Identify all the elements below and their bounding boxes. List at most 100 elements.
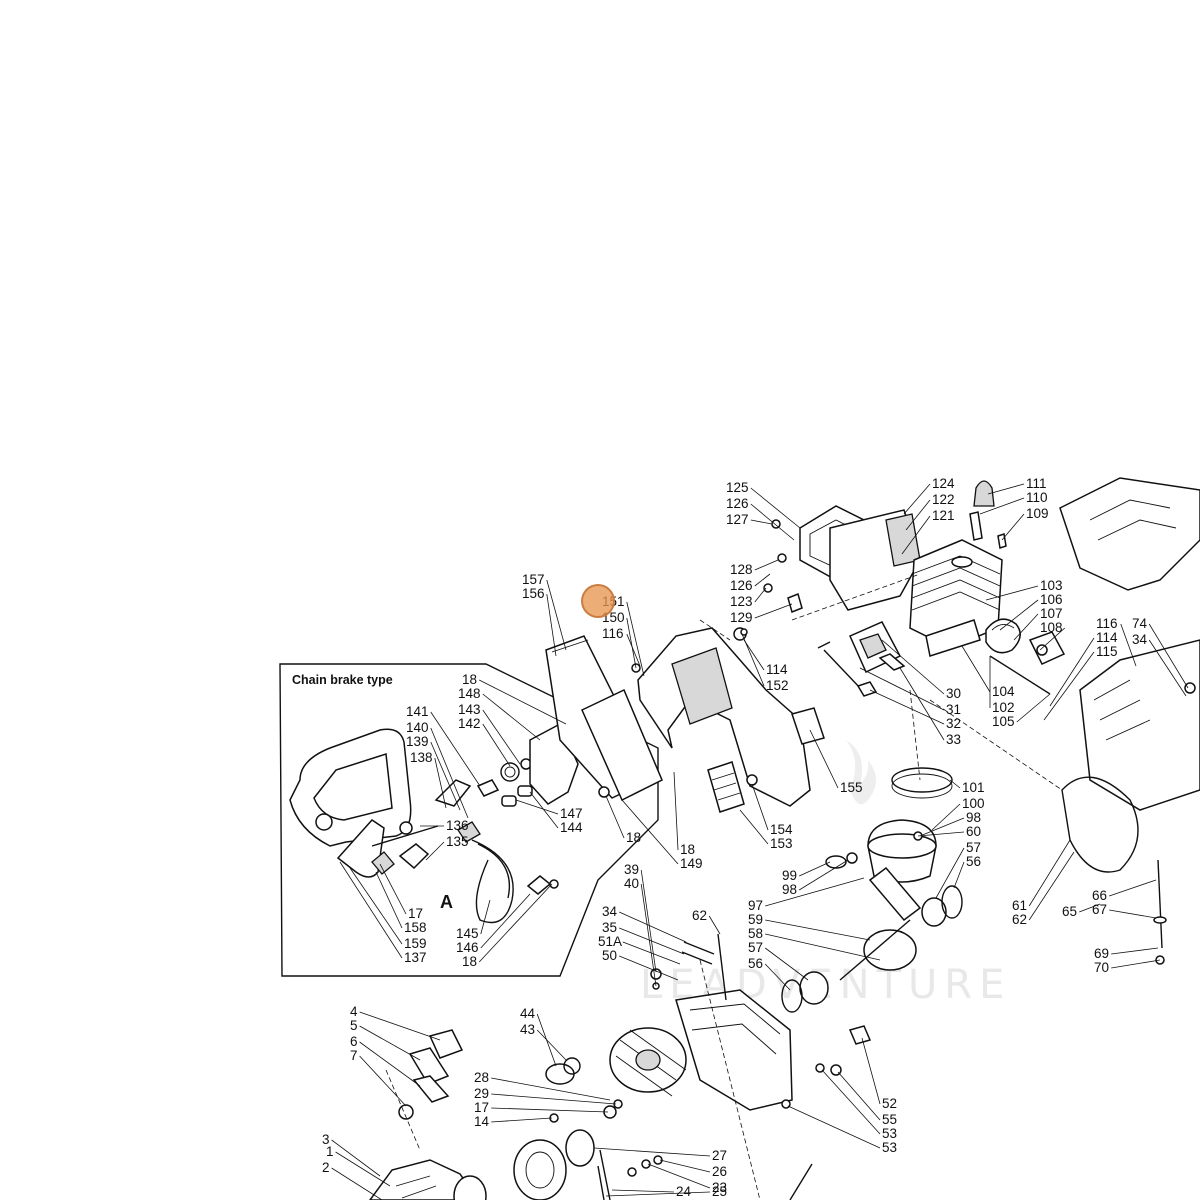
- part-number-label: 106: [1040, 592, 1063, 607]
- part-number-label: 30: [946, 686, 961, 701]
- part-number-label: 103: [1040, 578, 1063, 593]
- housing-ribs: [395, 1175, 437, 1199]
- part-callout-24: 24: [611, 1184, 692, 1199]
- part-callout-104: 104: [961, 645, 1015, 699]
- plug-cap-111: [973, 480, 995, 507]
- part-callout-69: 69: [1094, 946, 1159, 961]
- part-callout-141: 141: [406, 704, 481, 787]
- part-callout-1: 1: [326, 1144, 391, 1187]
- leader-line: [750, 487, 801, 529]
- part-number-label: 99: [782, 868, 797, 883]
- part-number-label: 29: [474, 1086, 489, 1101]
- part-callout-116a: 116: [602, 626, 641, 667]
- lever-bolt-158: [371, 851, 395, 875]
- part-callout-32: 32: [869, 689, 961, 731]
- part-callout-109: 109: [1001, 506, 1049, 541]
- leader-line: [764, 947, 809, 981]
- part-number-label: 126: [730, 578, 753, 593]
- flange-hole: [1036, 644, 1048, 656]
- part-number-label: 158: [404, 920, 427, 935]
- leader-line: [869, 689, 945, 725]
- part-number-label: 125: [726, 480, 749, 495]
- leader-line: [359, 1041, 421, 1087]
- leader-line: [622, 941, 681, 965]
- part-number-label: 138: [410, 750, 433, 765]
- part-callout-138: 138: [410, 750, 447, 809]
- leader-line: [1043, 651, 1095, 721]
- part-callout-70: 70: [1094, 959, 1161, 975]
- part-number-label: 109: [1026, 506, 1049, 521]
- leader-line: [619, 927, 685, 955]
- part-number-label: 62: [1012, 912, 1027, 927]
- part-callout-114a: 114: [743, 639, 788, 677]
- part-callout-28: 28: [474, 1070, 611, 1101]
- part-callout-146: 146: [456, 893, 531, 955]
- part-callout-7: 7: [350, 1048, 407, 1107]
- bolt-129: [787, 592, 803, 614]
- part-callout-62a: 62: [692, 908, 721, 935]
- leader-line: [626, 601, 645, 677]
- flywheel-hub: [635, 1049, 661, 1071]
- part-callout-147: 147: [515, 799, 583, 821]
- part-callout-108: 108: [1039, 620, 1066, 651]
- pin-74: [1184, 682, 1196, 694]
- leader-line: [919, 817, 965, 837]
- piston-group: [781, 767, 963, 1013]
- part-number-label: 128: [730, 562, 753, 577]
- leader-line: [754, 573, 771, 587]
- leader-line: [1001, 513, 1025, 541]
- part-callout-17b: 17: [474, 1100, 609, 1115]
- part-callout-5: 5: [350, 1018, 421, 1061]
- part-number-label: 145: [456, 926, 479, 941]
- part-callout-106: 106: [999, 592, 1063, 631]
- leader-line: [935, 847, 965, 899]
- part-number-label: 70: [1094, 960, 1109, 975]
- part-callout-2: 2: [322, 1160, 383, 1200]
- part-number-label: 98: [966, 810, 981, 825]
- leader-line: [640, 883, 657, 987]
- part-callout-14: 14: [474, 1114, 553, 1129]
- leader-line: [546, 579, 567, 651]
- brake-band-145: [471, 839, 514, 924]
- part-number-label: 40: [624, 876, 639, 891]
- part-callout-55: 55: [837, 1071, 897, 1127]
- leader-line: [751, 783, 769, 831]
- plate-155: [791, 707, 825, 745]
- part-callout-140: 140: [406, 720, 469, 819]
- leader-line: [1013, 613, 1039, 641]
- part-number-label: 51A: [598, 934, 622, 949]
- spark-plug-110: [969, 511, 983, 541]
- part-callout-128: 128: [730, 559, 779, 577]
- part-callout-142: 142: [458, 716, 511, 767]
- leader-line: [482, 723, 511, 767]
- pin-clip-98: [846, 852, 858, 864]
- part-callout-101: 101: [949, 779, 985, 795]
- leader-line: [931, 803, 961, 831]
- leader-line: [765, 933, 881, 961]
- guide-crank: [699, 959, 761, 1200]
- screw-18-plate: [598, 786, 610, 798]
- part-callout-129: 129: [730, 603, 793, 625]
- part-callout-155: 155: [809, 729, 863, 795]
- leader-line: [430, 741, 461, 811]
- part-callout-114b: 114: [1049, 630, 1118, 707]
- seal-56b: [781, 979, 803, 1013]
- part-number-label: 142: [458, 716, 481, 731]
- part-callout-53b: 53: [787, 1105, 897, 1155]
- leader-line: [619, 911, 687, 943]
- leader-line: [605, 1191, 711, 1197]
- part-number-label: 53: [882, 1140, 897, 1155]
- part-callout-53a: 53: [821, 1069, 897, 1141]
- leader-line: [739, 809, 769, 845]
- part-callout-98b: 98: [782, 859, 849, 897]
- part-number-label: 146: [456, 940, 479, 955]
- part-callout-97: 97: [748, 877, 865, 913]
- pawl-27: [565, 1129, 595, 1167]
- leader-line: [754, 559, 779, 571]
- part-callout-139: 139: [406, 734, 461, 811]
- part-callout-105: 105: [992, 693, 1051, 729]
- part-callout-66: 66: [1092, 879, 1157, 903]
- part-number-label: 121: [932, 508, 955, 523]
- part-number-label: 114: [1096, 630, 1118, 645]
- leader-line: [1120, 623, 1137, 667]
